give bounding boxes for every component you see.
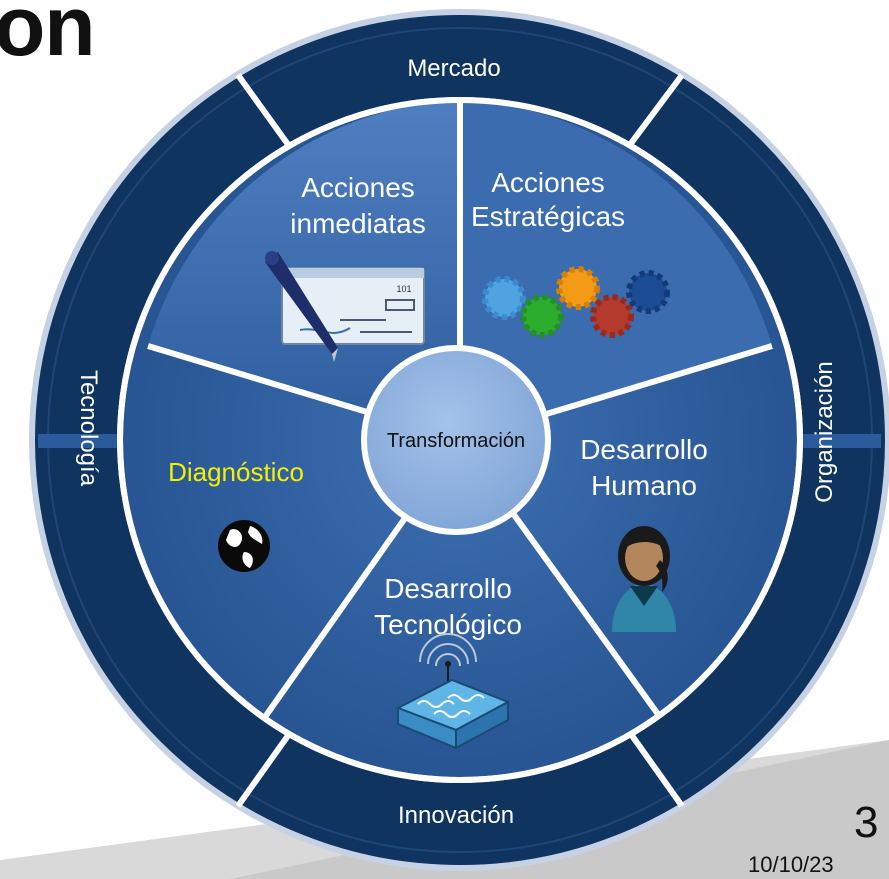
center-circle (361, 345, 551, 535)
label-acciones-estrategicas-1: Acciones (491, 167, 605, 198)
label-desarrollo-tecnologico-2: Tecnológico (374, 609, 522, 640)
page-number: 3 (854, 798, 879, 847)
segment-acciones-estrategicas (460, 100, 772, 440)
ring-dividers (235, 73, 685, 808)
gears-icon (482, 266, 670, 338)
cheque-number: 101 (396, 284, 411, 294)
slide-date: 10/10/23 (748, 852, 834, 877)
person-icon (612, 526, 676, 632)
right-ring-marker (785, 434, 881, 448)
label-desarrollo-humano-1: Desarrollo (580, 434, 708, 465)
center-label: Transformación (387, 430, 525, 452)
ring-label-mercado: Mercado (407, 55, 500, 82)
slide-title-fragment: on (0, 0, 96, 73)
label-acciones-inmediatas-1: Acciones (301, 172, 415, 203)
globe-icon (218, 520, 270, 572)
ring-label-innovacion: Innovación (398, 802, 514, 829)
left-ring-marker (38, 434, 134, 448)
label-acciones-estrategicas-2: Estratégicas (471, 201, 625, 232)
ring-label-organizacion: Organización (811, 361, 838, 502)
ring-label-tecnologia: Tecnología (75, 370, 102, 487)
label-diagnostico: Diagnóstico (168, 457, 304, 487)
cheque-pen-icon: 101 (265, 251, 425, 362)
label-acciones-inmediatas-2: inmediatas (290, 208, 425, 239)
wireless-switch-icon (395, 633, 511, 750)
label-desarrollo-tecnologico-1: Desarrollo (384, 573, 512, 604)
label-desarrollo-humano-2: Humano (591, 470, 697, 501)
